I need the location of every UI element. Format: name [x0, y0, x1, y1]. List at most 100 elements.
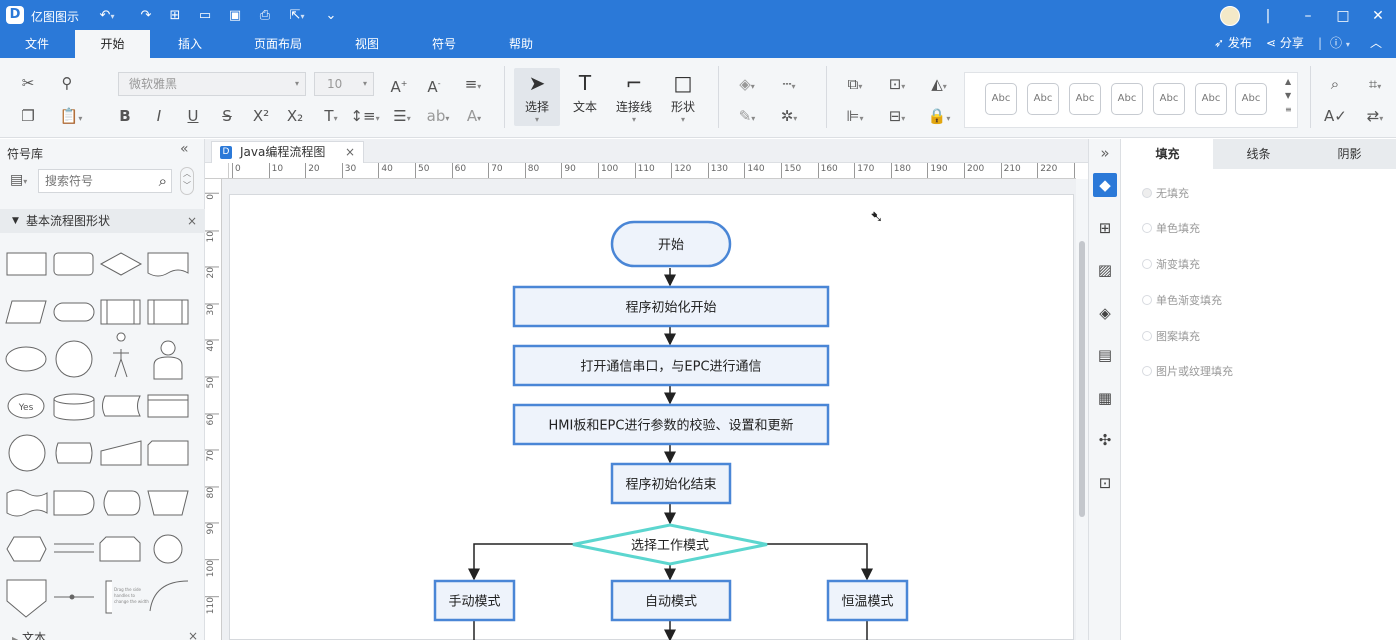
line-color-icon[interactable]: ✎▾: [738, 107, 756, 125]
new-icon[interactable]: ⊞: [169, 8, 181, 23]
style-sample[interactable]: Abc: [1069, 83, 1101, 115]
fill-panel-icon[interactable]: ◆: [1093, 173, 1117, 197]
copy-icon[interactable]: ❐: [21, 107, 35, 125]
menu-file[interactable]: 文件: [24, 37, 49, 51]
collapse-ribbon-icon[interactable]: ︿: [1370, 36, 1383, 50]
help-icon[interactable]: ⓘ ▾: [1330, 36, 1350, 50]
lock-icon[interactable]: 🔒▾: [927, 107, 951, 125]
distribute-icon[interactable]: ⊟▾: [888, 107, 906, 125]
close-tab-icon[interactable]: ×: [344, 145, 355, 159]
expand-panel-icon[interactable]: »: [1100, 144, 1110, 162]
save-icon[interactable]: ▣: [228, 8, 242, 23]
mode-node[interactable]: [610, 579, 732, 622]
scroll-arrows-icon[interactable]: ︿﹀: [180, 167, 194, 195]
scrollbar-thumb[interactable]: [1079, 241, 1085, 517]
menu-help[interactable]: 帮助: [508, 37, 533, 51]
fill-option-picture[interactable]: 图片或纹理填充: [1142, 365, 1233, 379]
group-icon[interactable]: ⊡▾: [888, 75, 906, 93]
style-sample[interactable]: Abc: [1195, 83, 1227, 115]
style-sample[interactable]: Abc: [985, 83, 1017, 115]
maximize-icon[interactable]: □: [1336, 8, 1350, 24]
menu-symbols[interactable]: 符号: [431, 37, 456, 51]
find-icon[interactable]: ⌕: [1330, 75, 1340, 93]
arrange-icon[interactable]: ⧉▾: [847, 75, 863, 93]
close-group-icon[interactable]: ×: [188, 629, 199, 640]
line-style-icon[interactable]: ┄▾: [782, 75, 796, 93]
publish-button[interactable]: ➶ 发布: [1214, 34, 1252, 52]
bold-icon[interactable]: B: [119, 107, 131, 125]
increase-font-icon[interactable]: A+: [390, 78, 408, 96]
gallery-scroll-icon[interactable]: ▲▼≡: [1285, 77, 1292, 114]
case-icon[interactable]: ab▾: [426, 107, 450, 125]
mode-node[interactable]: [433, 579, 516, 622]
fill-option-mono-gradient[interactable]: 单色渐变填充: [1142, 294, 1222, 308]
mindmap-panel-icon[interactable]: ✣: [1098, 431, 1112, 449]
subscript-icon[interactable]: X₂: [286, 107, 304, 125]
redo-icon[interactable]: ↷: [140, 8, 152, 23]
vertical-scrollbar[interactable]: [1076, 179, 1088, 640]
decrease-font-icon[interactable]: A-: [427, 78, 441, 96]
bullets-icon[interactable]: ☰▾: [393, 107, 411, 125]
effects-icon[interactable]: ✲▾: [780, 107, 798, 125]
search-input[interactable]: [45, 174, 145, 188]
spellcheck-icon[interactable]: A✓: [1324, 107, 1347, 125]
select-tool-button[interactable]: ➤选择▾: [514, 68, 560, 126]
fill-option-pattern[interactable]: 图案填充: [1142, 330, 1200, 344]
font-size-select[interactable]: 10▾: [314, 72, 374, 96]
connector-line[interactable]: [468, 543, 573, 581]
export-icon[interactable]: ⇱▾: [289, 8, 305, 23]
layers-panel-icon[interactable]: ◈: [1099, 304, 1111, 322]
align-icon[interactable]: ≡▾: [464, 75, 482, 93]
menu-insert[interactable]: 插入: [177, 37, 202, 51]
replace-icon[interactable]: ⇄▾: [1366, 107, 1384, 125]
tab-shadow[interactable]: 阴影: [1337, 147, 1362, 161]
style-sample[interactable]: Abc: [1235, 83, 1267, 115]
next-group-header[interactable]: ▶ 文本: [12, 629, 46, 640]
decision-node[interactable]: [572, 523, 768, 566]
strikethrough-icon[interactable]: S: [222, 107, 232, 125]
search-icon[interactable]: ⌕: [158, 172, 167, 190]
process-node[interactable]: [512, 344, 830, 387]
shape-tool-button[interactable]: □形状▾: [660, 68, 706, 126]
page-panel-icon[interactable]: ▤: [1097, 346, 1113, 364]
process-node[interactable]: [512, 285, 830, 328]
document-tab[interactable]: D Java编程流程图 ×: [211, 141, 364, 163]
menu-home[interactable]: 开始: [75, 30, 150, 58]
connector-tool-button[interactable]: ⌐连接线▾: [610, 68, 658, 126]
start-node[interactable]: [610, 220, 732, 268]
paste-icon[interactable]: 📋▾: [59, 107, 83, 125]
fill-option-gradient[interactable]: 渐变填充: [1142, 258, 1200, 272]
font-color-icon[interactable]: A▾: [466, 107, 482, 125]
process-node[interactable]: [610, 462, 732, 505]
group-header[interactable]: ▼ 基本流程图形状 ×: [0, 209, 205, 233]
italic-icon[interactable]: I: [156, 107, 162, 125]
avatar[interactable]: [1220, 6, 1240, 26]
font-family-select[interactable]: 微软雅黑▾: [118, 72, 306, 96]
line-spacing-icon[interactable]: ↕≡▾: [350, 107, 380, 125]
symbol-search[interactable]: ⌕: [38, 169, 172, 193]
presentation-panel-icon[interactable]: ⊡: [1098, 474, 1112, 492]
close-icon[interactable]: ✕: [1372, 8, 1384, 24]
align-objects-icon[interactable]: ⊫▾: [846, 107, 864, 125]
fill-icon[interactable]: ◈▾: [739, 75, 755, 93]
cut-icon[interactable]: ✂: [21, 74, 35, 92]
connector-line[interactable]: [767, 543, 873, 581]
library-menu-icon[interactable]: ▤▾: [10, 172, 28, 188]
mode-node[interactable]: [826, 579, 909, 622]
style-sample[interactable]: Abc: [1027, 83, 1059, 115]
print-icon[interactable]: ⎙: [259, 8, 271, 23]
flip-icon[interactable]: ◭▾: [931, 75, 947, 93]
process-node[interactable]: [512, 403, 830, 446]
superscript-icon[interactable]: X²: [252, 107, 270, 125]
fill-option-solid[interactable]: 单色填充: [1142, 222, 1200, 236]
collapse-panel-icon[interactable]: «: [180, 141, 189, 157]
style-sample[interactable]: Abc: [1111, 83, 1143, 115]
tab-fill[interactable]: 填充: [1122, 139, 1213, 169]
format-painter-icon[interactable]: ⚲: [61, 74, 73, 92]
grid-panel-icon[interactable]: ⊞: [1098, 219, 1112, 237]
crop-icon[interactable]: ⌗▾: [1368, 75, 1382, 93]
underline-icon[interactable]: U: [187, 107, 199, 125]
open-icon[interactable]: ▭: [198, 8, 212, 23]
menu-page-layout[interactable]: 页面布局: [253, 37, 302, 51]
